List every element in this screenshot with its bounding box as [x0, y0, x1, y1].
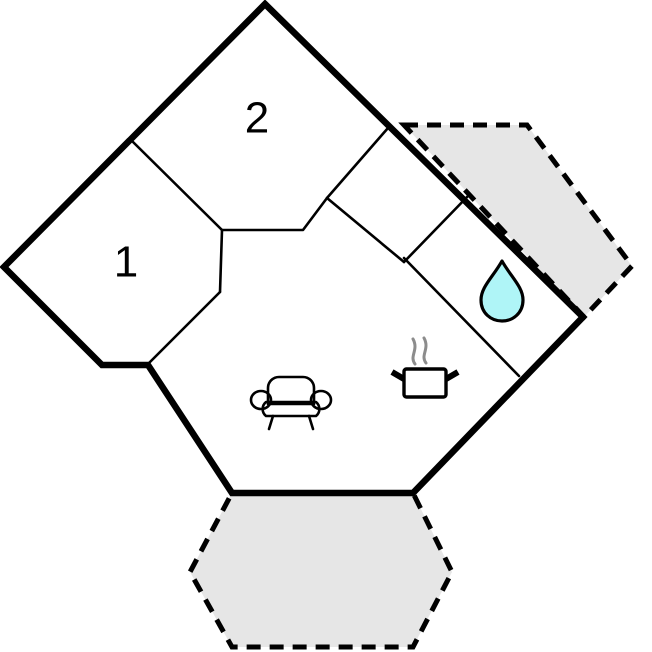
room-label-2: 2 [245, 94, 269, 143]
sofa-seat [261, 400, 321, 418]
water-drop-shape [479, 259, 525, 323]
water-drop-icon [479, 259, 525, 323]
wall-room1-east-vertical [218, 228, 224, 294]
terrace-group [187, 122, 636, 650]
cooking-pot-steam [411, 336, 428, 366]
wall-utility-long-diagonal [402, 256, 521, 378]
terrace-south[interactable] [187, 490, 455, 650]
wall-room1-south-diagonal [146, 290, 222, 366]
interior-walls-group [129, 126, 521, 378]
room-labels-group: 1 2 [114, 94, 269, 287]
sofa-arm-right [309, 389, 333, 411]
main-building-outline[interactable] [4, 4, 583, 493]
sofa-leg-right [307, 414, 315, 431]
sofa-leg-left [267, 414, 275, 431]
cooking-pot-icon [390, 336, 460, 399]
wall-hall-south-diagonal [325, 196, 406, 264]
wall-hall-north-diagonal [325, 126, 390, 200]
steam-wisp-left [411, 337, 417, 366]
sofa-backrest [266, 375, 316, 406]
terrace-northeast[interactable] [398, 122, 636, 321]
room-label-1: 1 [114, 238, 138, 287]
cooking-pot-handle-right [444, 369, 460, 382]
cooking-pot-body [402, 367, 448, 399]
wall-bath-divider [402, 194, 470, 264]
cooking-pot-handle-left [390, 369, 406, 382]
wall-livingroom-north [220, 196, 329, 232]
sofa-arm-left [249, 389, 273, 411]
outer-wall-path [0, 0, 588, 497]
sofa-icon [249, 375, 333, 431]
steam-wisp-right [422, 336, 428, 365]
wall-room1-room2-diagonal [129, 138, 224, 232]
outer-walls-group [0, 0, 588, 497]
